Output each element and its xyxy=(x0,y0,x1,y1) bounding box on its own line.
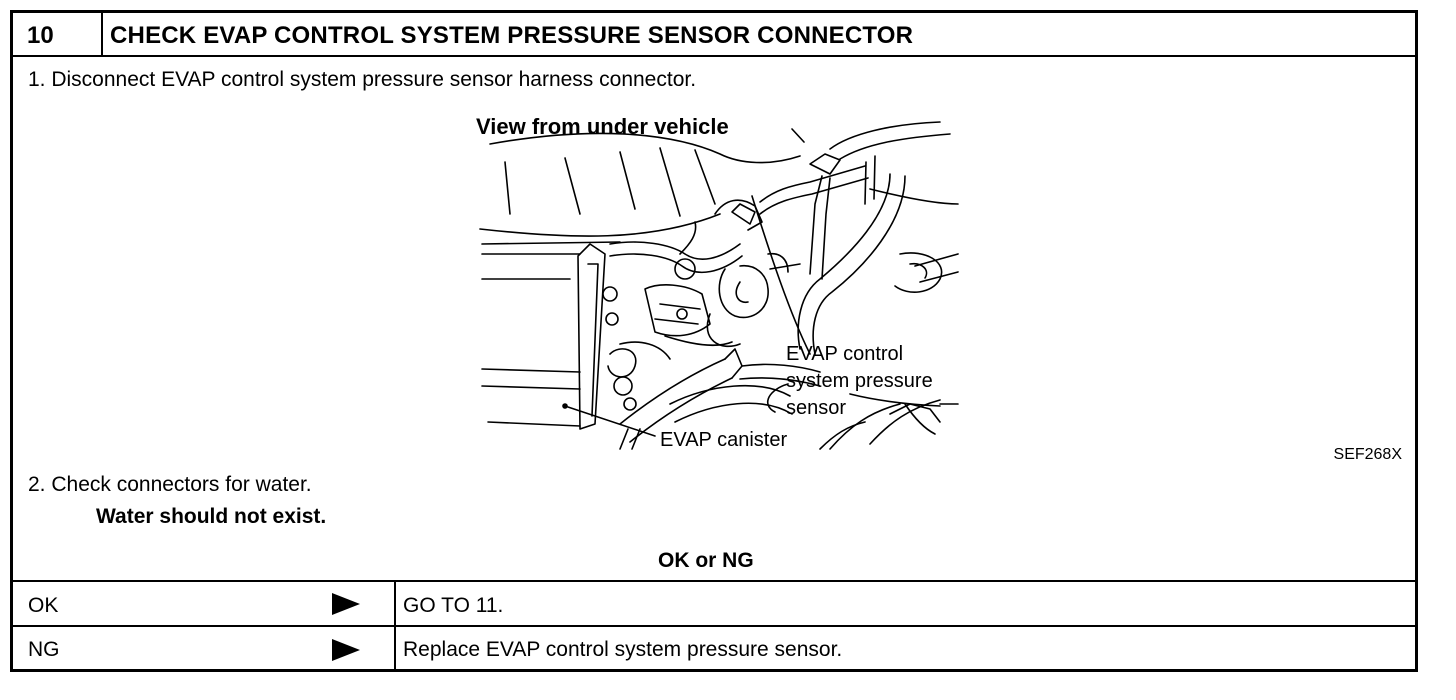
action-ng: Replace EVAP control system pressure sen… xyxy=(403,638,843,661)
figure-caption: View from under vehicle xyxy=(476,114,729,139)
row-divider xyxy=(10,625,1418,627)
illustration-drawing xyxy=(479,121,959,450)
instruction-step-1: 1. Disconnect EVAP control system pressu… xyxy=(28,68,697,91)
decision-prompt: OK or NG xyxy=(658,549,754,572)
instruction-step-2: 2. Check connectors for water. xyxy=(28,473,312,496)
step-title: CHECK EVAP CONTROL SYSTEM PRESSURE SENSO… xyxy=(110,22,914,49)
result-ng-label: NG xyxy=(28,638,60,661)
result-ok-label: OK xyxy=(28,594,59,617)
sensor-label-line-3: sensor xyxy=(786,397,847,419)
action-ok: GO TO 11. xyxy=(403,594,504,617)
header-step-divider xyxy=(101,10,103,56)
step-number: 10 xyxy=(27,22,54,49)
figure-reference-code: SEF268X xyxy=(1333,446,1402,463)
action-column-divider xyxy=(394,581,396,671)
sensor-label-line-1: EVAP control xyxy=(786,343,904,365)
arrow-right-icon xyxy=(332,639,360,661)
arrow-right-icon xyxy=(332,593,360,615)
decision-divider xyxy=(10,580,1418,582)
engine-bay-illustration: View from under vehicle EVAP control sys… xyxy=(470,104,960,456)
header-divider xyxy=(10,55,1418,57)
inspection-table xyxy=(10,10,1418,672)
expected-result: Water should not exist. xyxy=(96,505,327,528)
canister-label: EVAP canister xyxy=(660,429,788,451)
sensor-label-line-2: system pressure xyxy=(786,370,933,392)
